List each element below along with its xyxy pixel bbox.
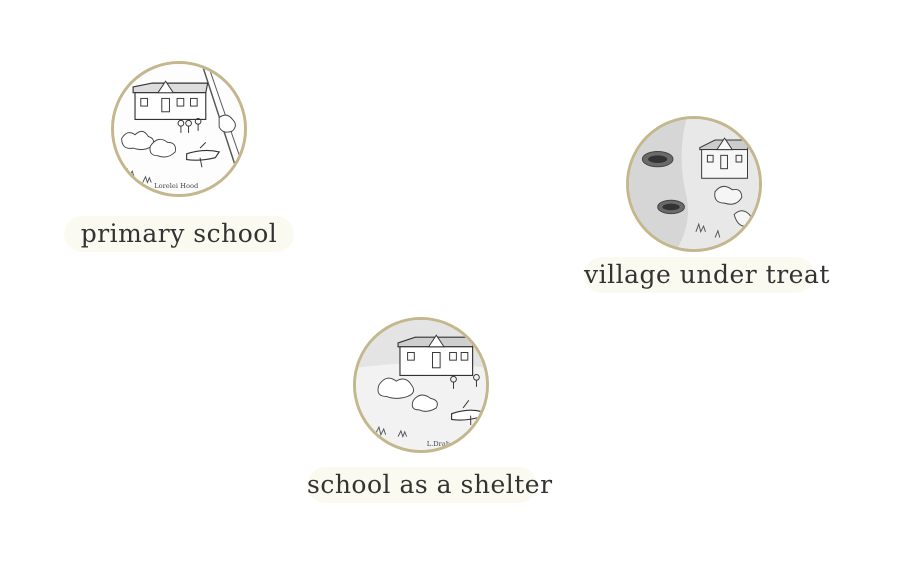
school-sketch: Lorelei Hood	[114, 64, 244, 194]
shelter-drawing-image[interactable]: L.Drabe	[353, 317, 489, 453]
primary-school-label[interactable]: primary school	[64, 216, 294, 252]
school-as-a-shelter-label[interactable]: school as a shelter	[307, 467, 552, 503]
school-drawing-image[interactable]: Lorelei Hood	[111, 61, 247, 197]
village-under-treat-label[interactable]: village under treat	[584, 257, 829, 293]
shelter-sketch: L.Drabe	[356, 320, 486, 450]
village-drawing-image[interactable]	[626, 116, 762, 252]
sketch-caption: L.Drabe	[427, 440, 454, 448]
village-sketch	[629, 119, 759, 249]
sketch-caption: Lorelei Hood	[154, 182, 199, 190]
